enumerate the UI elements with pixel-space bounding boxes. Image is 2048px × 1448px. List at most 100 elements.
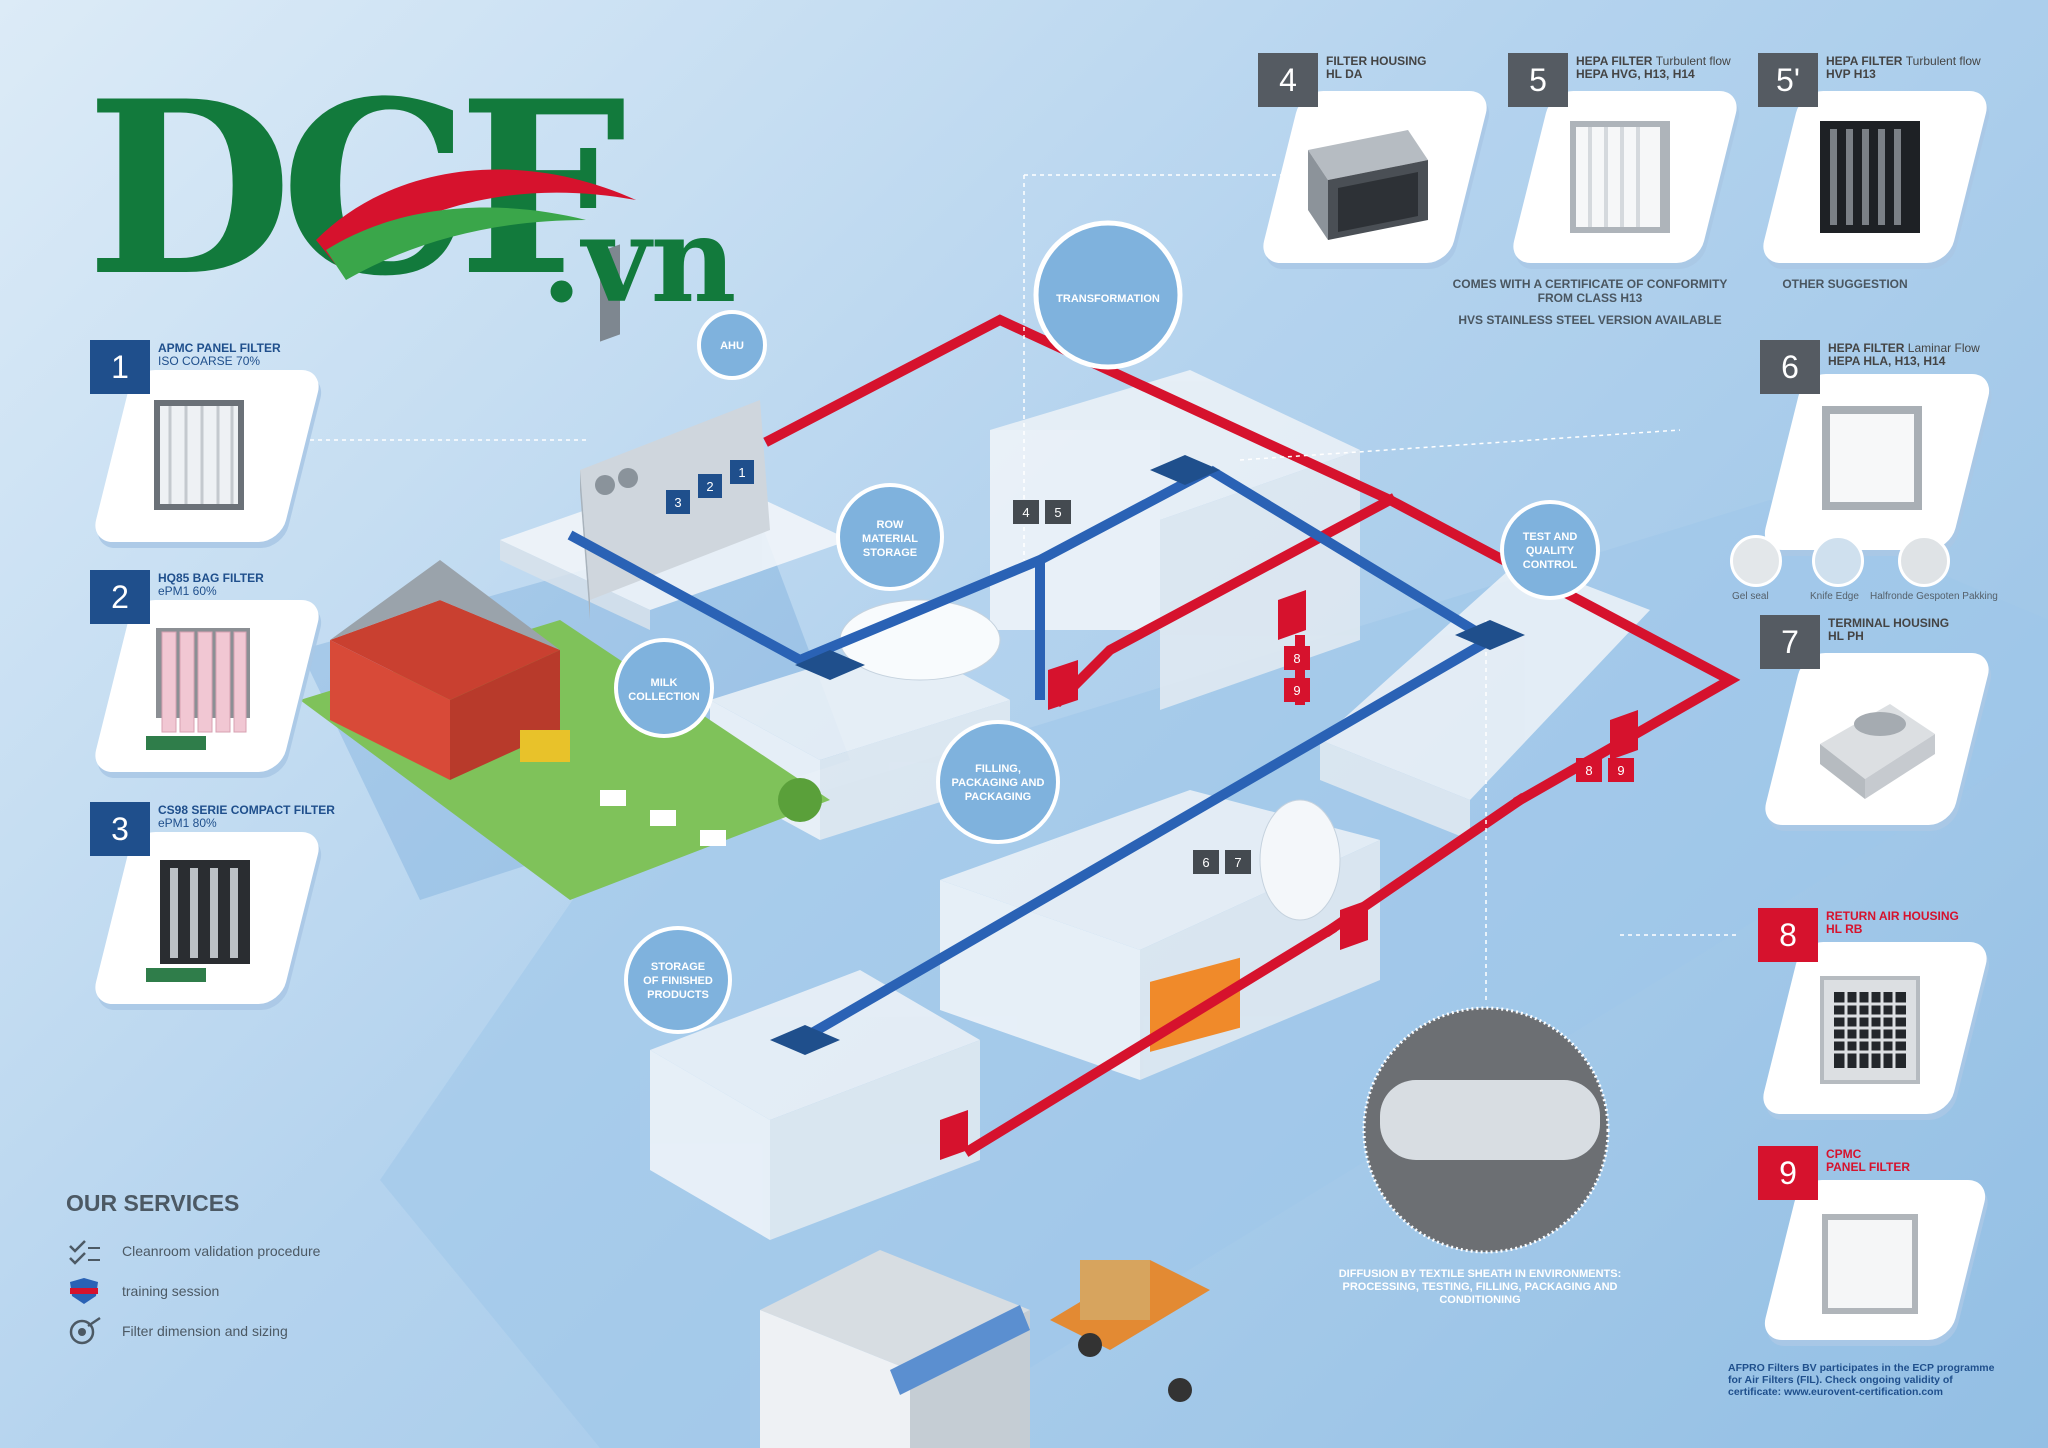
card-model: HEPA HLA, H13, H14 bbox=[1828, 354, 1946, 368]
svg-text:PRODUCTS: PRODUCTS bbox=[647, 989, 709, 1001]
svg-text:9: 9 bbox=[1617, 763, 1624, 778]
dcf-logo: DCF .vn bbox=[86, 70, 786, 330]
svg-text:4: 4 bbox=[1022, 505, 1029, 520]
card-title: HEPA FILTER bbox=[1576, 54, 1653, 68]
card-subtitle: ePM1 80% bbox=[158, 816, 217, 830]
knife-edge-icon bbox=[1812, 535, 1864, 587]
gel-seal-icon bbox=[1730, 535, 1782, 587]
service-item: Filter dimension and sizing bbox=[66, 1311, 320, 1351]
seal-types: Gel seal Knife Edge Halfronde Gespoten P… bbox=[1728, 535, 1998, 605]
bubble-filling: FILLING, PACKAGING AND PACKAGING bbox=[936, 720, 1060, 844]
svg-text:1: 1 bbox=[738, 465, 745, 480]
svg-text:2: 2 bbox=[706, 479, 713, 494]
svg-text:9: 9 bbox=[1293, 683, 1300, 698]
card-title: HEPA FILTER bbox=[1826, 54, 1903, 68]
stainless-note: HVS STAINLESS STEEL VERSION AVAILABLE bbox=[1458, 313, 1722, 327]
card-number: 5 bbox=[1508, 53, 1568, 107]
bubble-transformation: TRANSFORMATION bbox=[1033, 220, 1183, 370]
card-title: TERMINAL HOUSING bbox=[1828, 616, 1950, 630]
svg-text:6: 6 bbox=[1202, 855, 1209, 870]
bubble-test: TEST AND QUALITY CONTROL bbox=[1500, 500, 1600, 600]
svg-text:ROW: ROW bbox=[877, 519, 905, 531]
svg-text:MATERIAL: MATERIAL bbox=[862, 533, 918, 545]
bubble-row-material: ROW MATERIAL STORAGE bbox=[836, 483, 944, 591]
our-services: OUR SERVICES Cleanroom validation proced… bbox=[66, 1190, 320, 1351]
card-number: 9 bbox=[1758, 1146, 1818, 1200]
card-model: PANEL FILTER bbox=[1826, 1160, 1910, 1174]
card-model: HEPA HVG, H13, H14 bbox=[1576, 67, 1695, 81]
card-flow: Laminar Flow bbox=[1907, 341, 1980, 355]
certificate-note: COMES WITH A CERTIFICATE OF CONFORMITY F… bbox=[1452, 277, 1728, 305]
svg-text:QUALITY: QUALITY bbox=[1526, 545, 1575, 557]
card-number: 7 bbox=[1760, 615, 1820, 669]
card-title: CPMC bbox=[1826, 1147, 1862, 1161]
seal-label: Halfronde Gespoten Pakking bbox=[1870, 591, 1998, 602]
academy-badge-icon bbox=[70, 1278, 98, 1304]
card-flow: Turbulent flow bbox=[1905, 54, 1981, 68]
svg-text:PACKAGING: PACKAGING bbox=[965, 791, 1031, 803]
bubble-ahu: AHU bbox=[697, 310, 767, 380]
service-label: training session bbox=[122, 1283, 220, 1299]
farm-area bbox=[300, 560, 830, 900]
panel-filter-icon bbox=[154, 400, 244, 510]
leaf-swoosh-icon bbox=[316, 169, 636, 280]
card-number: 4 bbox=[1258, 53, 1318, 107]
logo-domain: .vn bbox=[541, 190, 737, 329]
services-heading: OUR SERVICES bbox=[66, 1190, 240, 1216]
room-transformation bbox=[990, 370, 1360, 710]
card-number: 3 bbox=[90, 802, 150, 856]
svg-text:OF FINISHED: OF FINISHED bbox=[643, 975, 713, 987]
card-subtitle: ePM1 60% bbox=[158, 584, 217, 598]
svg-text:8: 8 bbox=[1585, 763, 1592, 778]
checklist-icon bbox=[69, 1240, 100, 1265]
service-label: Cleanroom validation procedure bbox=[122, 1243, 321, 1259]
svg-text:TRANSFORMATION: TRANSFORMATION bbox=[1056, 293, 1160, 305]
card-subtitle: ISO COARSE 70% bbox=[158, 354, 261, 368]
service-item: training session bbox=[66, 1271, 320, 1311]
hepa-vbank-icon bbox=[1820, 121, 1920, 233]
service-item: Cleanroom validation procedure bbox=[66, 1231, 320, 1271]
hepa-filter-icon bbox=[1570, 121, 1670, 233]
card-model: HL RB bbox=[1826, 922, 1863, 936]
card-number: 6 bbox=[1760, 340, 1820, 394]
svg-text:MILK: MILK bbox=[651, 677, 678, 689]
card-title: APMC PANEL FILTER bbox=[158, 341, 281, 355]
shop-building bbox=[760, 1250, 1030, 1448]
afpro-certification-note: AFPRO Filters BV participates in the ECP… bbox=[1728, 1362, 1995, 1398]
textile-sheath-zoom bbox=[1362, 1006, 1610, 1254]
measure-icon bbox=[69, 1316, 101, 1345]
bag-filter-icon bbox=[146, 628, 250, 750]
svg-text:AHU: AHU bbox=[720, 340, 744, 352]
svg-text:STORAGE: STORAGE bbox=[651, 961, 705, 973]
svg-text:COLLECTION: COLLECTION bbox=[628, 691, 700, 703]
service-label: Filter dimension and sizing bbox=[122, 1323, 288, 1339]
gasket-icon bbox=[1898, 535, 1950, 587]
terminal-housing-icon bbox=[1820, 704, 1935, 799]
card-number: 2 bbox=[90, 570, 150, 624]
svg-text:FILLING,: FILLING, bbox=[975, 763, 1021, 775]
svg-text:STORAGE: STORAGE bbox=[863, 547, 917, 559]
bubble-milk: MILK COLLECTION bbox=[614, 638, 714, 738]
svg-text:CONTROL: CONTROL bbox=[1523, 559, 1578, 571]
hepa-laminar-icon bbox=[1822, 406, 1922, 510]
card-number: 5' bbox=[1758, 53, 1818, 107]
card-model: HL PH bbox=[1828, 629, 1864, 643]
compact-filter-icon bbox=[146, 860, 250, 982]
other-suggestion-note: OTHER SUGGESTION bbox=[1782, 277, 1908, 291]
svg-text:3: 3 bbox=[674, 495, 681, 510]
seal-label: Knife Edge bbox=[1810, 591, 1859, 602]
card-number: 1 bbox=[90, 340, 150, 394]
card-flow: Turbulent flow bbox=[1655, 54, 1731, 68]
svg-text:5: 5 bbox=[1054, 505, 1061, 520]
